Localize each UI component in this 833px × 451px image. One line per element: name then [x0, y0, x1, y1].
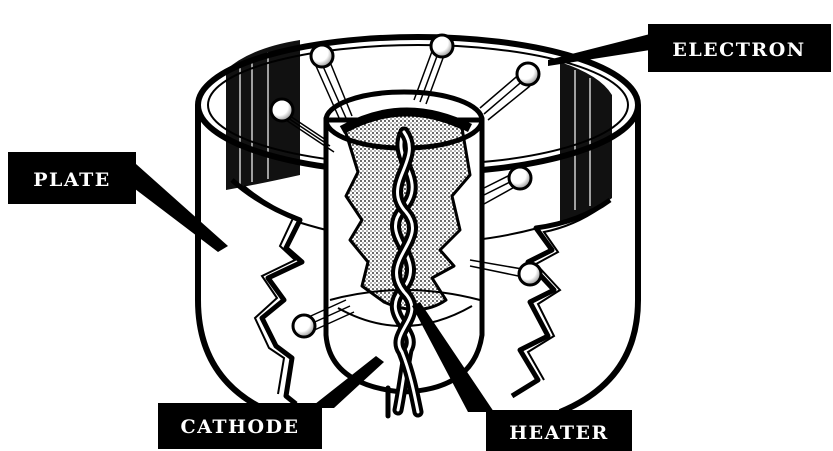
electron-particle [517, 63, 539, 85]
electron-pointer [548, 34, 650, 66]
electron-particle [293, 315, 315, 337]
plate-cutaway-right [512, 200, 610, 396]
electron-label: ELECTRON [672, 39, 805, 61]
electron-trail [316, 62, 352, 120]
electron-particle [431, 35, 453, 57]
plate-cutaway-left [232, 180, 302, 404]
heater-label: HEATER [509, 422, 609, 444]
electron-particle [519, 263, 541, 285]
electron-particle [311, 45, 333, 67]
electron-particle [271, 99, 293, 121]
plate-label: PLATE [33, 169, 110, 191]
electron-particle [509, 167, 531, 189]
cathode-label: CATHODE [181, 416, 300, 438]
